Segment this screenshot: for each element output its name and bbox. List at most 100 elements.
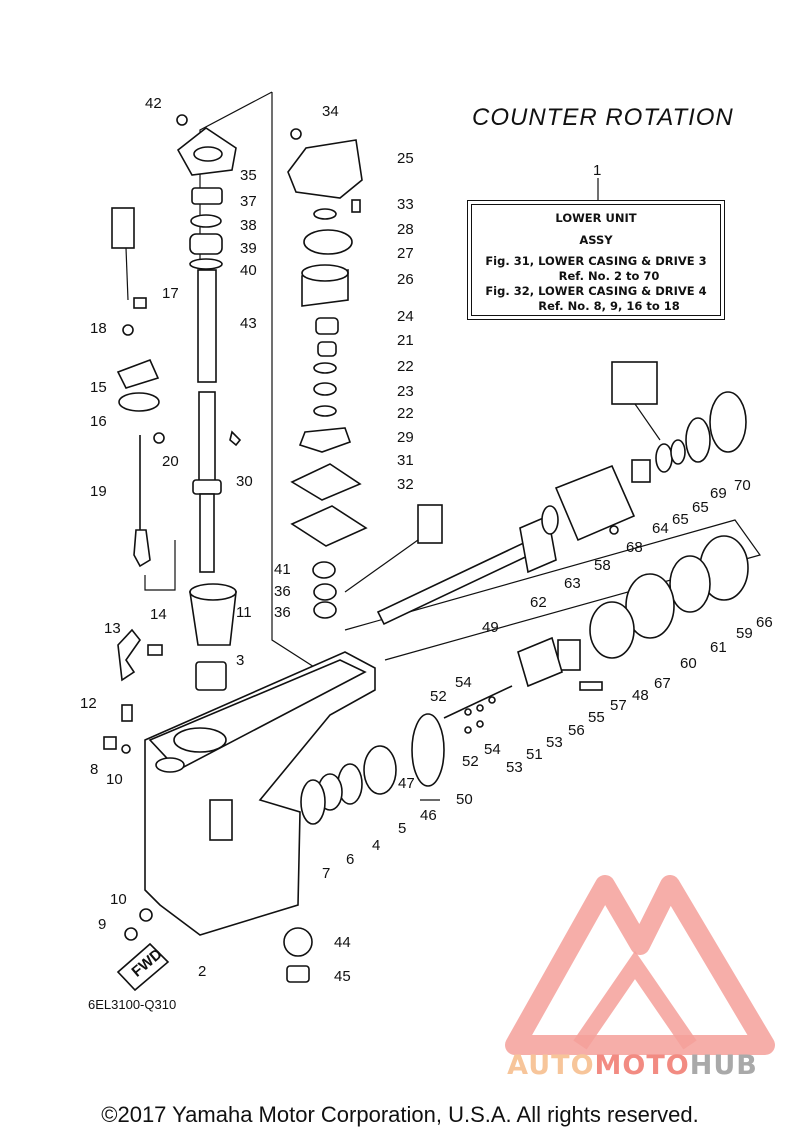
circlip-69 — [685, 417, 711, 463]
impeller-29 — [298, 427, 352, 453]
callout-22-a: 22 — [397, 358, 414, 375]
callout-27: 27 — [397, 245, 414, 262]
assembly-info-box: LOWER UNIT ASSY Fig. 31, LOWER CASING & … — [467, 200, 725, 320]
shift-group — [103, 207, 165, 754]
callout-44: 44 — [334, 934, 351, 951]
callout-15: 15 — [90, 379, 107, 396]
shift-rod-guide — [144, 540, 176, 591]
callout-53-a: 53 — [546, 734, 563, 751]
pin-14 — [147, 644, 163, 656]
callout-43: 43 — [240, 315, 257, 332]
propeller-shaft-group — [300, 361, 749, 825]
shim-67 — [589, 601, 635, 659]
callout-28: 28 — [397, 221, 414, 238]
callout-65-b: 65 — [692, 499, 709, 516]
callout-58: 58 — [594, 557, 611, 574]
callout-55: 55 — [588, 709, 605, 726]
callout-65-a: 65 — [672, 511, 689, 528]
callouts: 42 35 37 38 39 40 43 17 18 15 16 20 30 1… — [80, 95, 773, 985]
washer-65-a — [655, 443, 673, 473]
gasket-32 — [290, 505, 368, 547]
callout-14: 14 — [150, 606, 167, 623]
pinion-44 — [283, 927, 313, 957]
bearing-3 — [195, 661, 227, 691]
ring-detail-leader — [634, 403, 661, 441]
callout-51: 51 — [526, 746, 543, 763]
cartridge-top — [301, 264, 349, 282]
callout-10-b: 10 — [110, 891, 127, 908]
propeller-shaft-49 — [376, 538, 538, 626]
casing-bore — [173, 727, 227, 753]
washer-10-top — [121, 744, 131, 754]
info-line-3: Fig. 31, LOWER CASING & DRIVE 3 — [485, 254, 707, 268]
callout-56: 56 — [568, 722, 585, 739]
oring-27 — [303, 229, 353, 255]
propshaft-guide-line — [344, 519, 761, 661]
callout-10-a: 10 — [106, 771, 123, 788]
info-line-2: ASSY — [579, 233, 613, 247]
callout-32: 32 — [397, 476, 414, 493]
callout-19: 19 — [90, 483, 107, 500]
casing-label-plate — [209, 799, 233, 841]
callout-54-a: 54 — [455, 674, 472, 691]
shim-61 — [669, 555, 711, 613]
housing-bore — [193, 146, 223, 162]
callout-16: 16 — [90, 413, 107, 430]
callout-9: 9 — [98, 916, 106, 933]
callout-7: 7 — [322, 865, 330, 882]
callout-36-b: 36 — [274, 604, 291, 621]
callout-1: 1 — [593, 162, 601, 179]
pump-housing-25 — [287, 139, 363, 199]
nut-45 — [286, 965, 310, 983]
callout-57: 57 — [610, 697, 627, 714]
lower-casing-2: FWD — [116, 651, 376, 992]
callout-37: 37 — [240, 193, 257, 210]
callout-34: 34 — [322, 103, 339, 120]
screw-18 — [122, 324, 134, 336]
bolt-42 — [176, 114, 188, 126]
seal-41 — [312, 561, 336, 579]
drive-shaft-lower — [199, 493, 215, 573]
callout-50: 50 — [456, 791, 473, 808]
callout-13: 13 — [104, 620, 121, 637]
assembly-info-inner: LOWER UNIT ASSY Fig. 31, LOWER CASING & … — [471, 204, 721, 316]
seal-detail-box — [417, 504, 443, 544]
callout-30: 30 — [236, 473, 253, 490]
callout-35: 35 — [240, 167, 257, 184]
washer-10-bottom — [139, 908, 153, 922]
callout-24: 24 — [397, 308, 414, 325]
callout-2: 2 — [198, 963, 206, 980]
screw-9 — [124, 927, 138, 941]
callout-21: 21 — [397, 332, 414, 349]
drawing-code: 6EL3100-Q310 — [88, 997, 177, 1012]
callout-62: 62 — [530, 594, 547, 611]
oring-40 — [189, 258, 223, 270]
ball-52-b — [464, 726, 472, 734]
callout-46: 46 — [420, 807, 437, 824]
callout-53-b: 53 — [506, 759, 523, 776]
callout-25: 25 — [397, 150, 414, 167]
casing-shift-bore — [155, 757, 185, 773]
screw-68 — [609, 525, 619, 535]
callout-60: 60 — [680, 655, 697, 672]
washer-22-top — [313, 362, 337, 374]
callout-64: 64 — [652, 520, 669, 537]
oring-16 — [118, 392, 160, 412]
pin-33 — [351, 199, 361, 213]
seal-36-top — [313, 583, 337, 601]
callout-12: 12 — [80, 695, 97, 712]
drive-shaft-collar — [192, 479, 222, 495]
callout-42: 42 — [145, 95, 162, 112]
ball-52-a — [464, 708, 472, 716]
callout-59: 59 — [736, 625, 753, 642]
seal-24 — [315, 317, 339, 335]
watermark-part-1: AUTO — [507, 1050, 595, 1081]
callout-69: 69 — [710, 485, 727, 502]
callout-67: 67 — [654, 675, 671, 692]
collar-21 — [317, 341, 337, 357]
callout-36-a: 36 — [274, 583, 291, 600]
info-line-6: Ref. No. 8, 9, 16 to 18 — [538, 299, 680, 313]
spring-48 — [557, 639, 581, 671]
drive-shaft-group — [176, 114, 242, 691]
